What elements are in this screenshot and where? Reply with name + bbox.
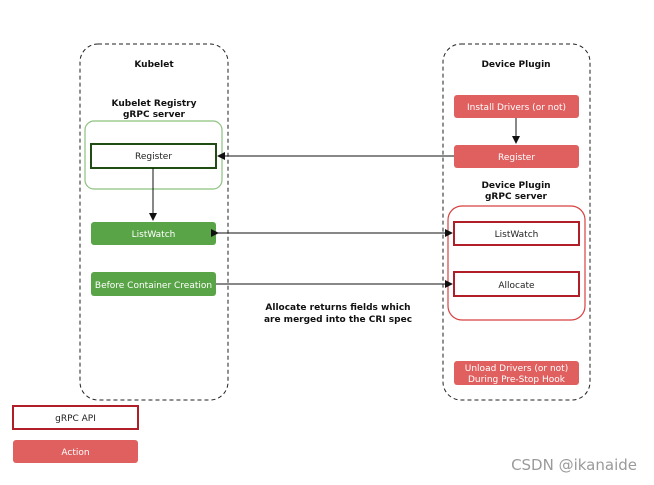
kubelet-register-api [90, 143, 217, 169]
watermark: CSDN @ikanaide [511, 456, 637, 474]
legend-grpc-api-swatch [12, 405, 139, 430]
legend-grpc-api-label: gRPC API [55, 414, 96, 424]
allocate-label: Allocate [498, 281, 535, 291]
kubelet-registry-label-line2: gRPC server [123, 110, 186, 120]
kubelet-register-label: Register [135, 152, 172, 162]
unload-drivers-action [454, 361, 579, 385]
device-plugin-title: Device Plugin [481, 60, 550, 70]
before-container-creation-label: Before Container Creation [95, 281, 212, 291]
kubelet-registry-label-line1: Kubelet Registry [112, 99, 197, 109]
device-plugin-container [442, 43, 591, 401]
allocate-note-line1: Allocate returns fields which [265, 303, 410, 313]
plugin-server-label-line2: gRPC server [485, 192, 548, 202]
plugin-server-group [447, 205, 586, 321]
unload-drivers-label-line2: During Pre-Stop Hook [468, 375, 566, 385]
legend-action-swatch [13, 440, 138, 463]
kubelet-listwatch-action [91, 222, 216, 245]
allocate-note-line2: are merged into the CRI spec [264, 315, 412, 325]
allocate-api [453, 271, 580, 297]
unload-drivers-label-line1: Unload Drivers (or not) [465, 364, 568, 374]
plugin-listwatch-api [453, 221, 580, 246]
plugin-server-label-line1: Device Plugin [481, 181, 550, 191]
before-container-creation-action [91, 272, 216, 296]
kubelet-container [79, 43, 229, 401]
kubelet-listwatch-label: ListWatch [132, 230, 176, 240]
legend-action-label: Action [61, 448, 89, 458]
install-drivers-label: Install Drivers (or not) [467, 103, 566, 113]
kubelet-title: Kubelet [134, 60, 174, 70]
plugin-register-action [454, 145, 579, 168]
plugin-listwatch-label: ListWatch [495, 230, 539, 240]
install-drivers-action [454, 95, 579, 118]
plugin-register-label: Register [498, 153, 535, 163]
